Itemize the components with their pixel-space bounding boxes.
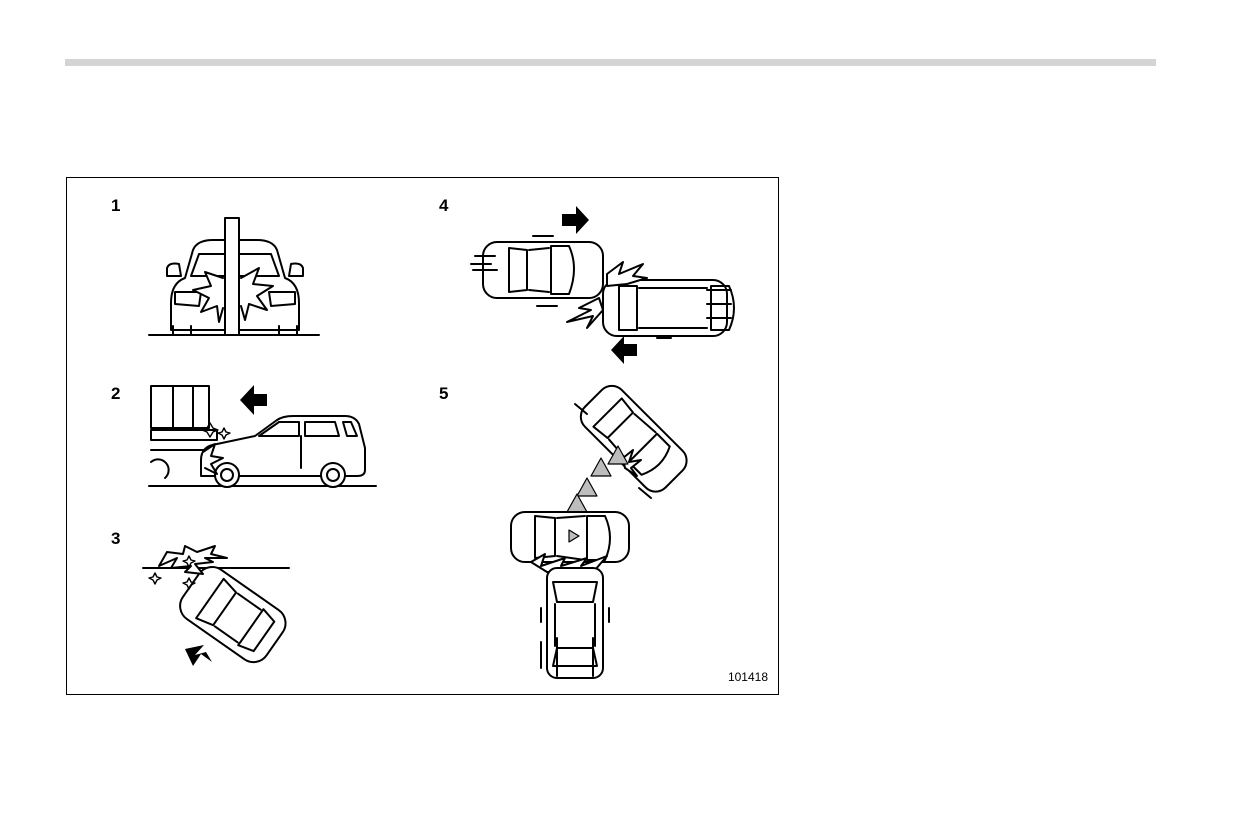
scenario-4-label: 4 [439, 196, 449, 215]
scenario-1-label: 1 [111, 196, 121, 215]
collision-illustration-figure: 1 2 3 4 5 101418 [66, 177, 779, 695]
chain-collision-icon [510, 384, 688, 679]
underride-collision-icon [148, 385, 377, 488]
pole-collision-icon [148, 217, 320, 336]
angled-wall-collision-icon [142, 545, 290, 666]
header-rule [65, 59, 1156, 66]
figure-code: 101418 [727, 670, 768, 684]
scenario-5-label: 5 [439, 384, 449, 403]
scenario-2-label: 2 [111, 384, 121, 403]
scenario-3-label: 3 [111, 529, 121, 548]
offset-frontal-collision-icon [470, 206, 735, 364]
